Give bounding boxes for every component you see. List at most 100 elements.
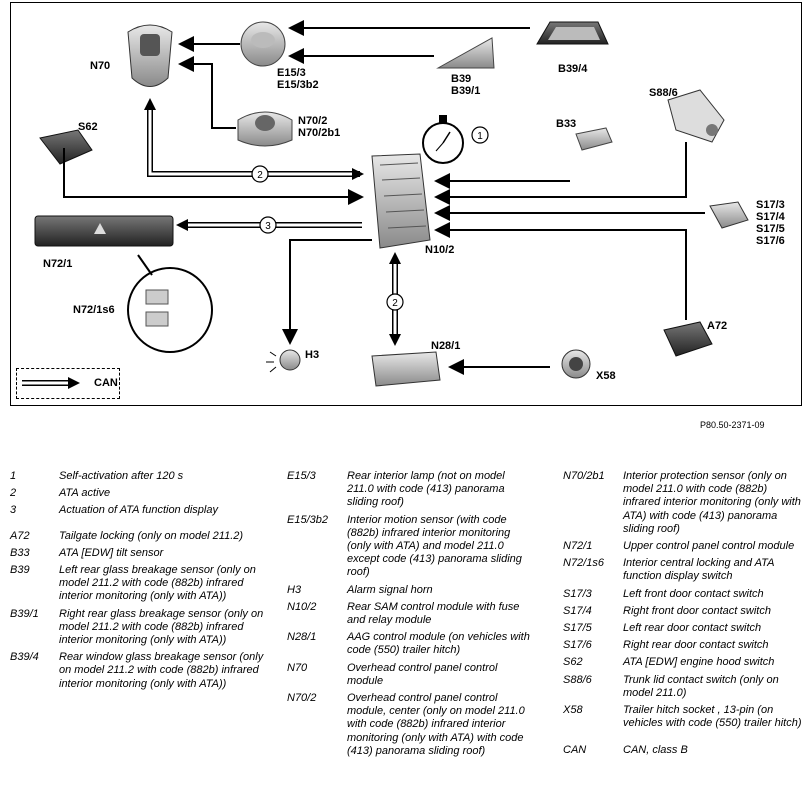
- legend-description: Tailgate locking (only on model 211.2): [59, 529, 244, 542]
- legend-code: 2: [10, 487, 17, 500]
- can-lines: [144, 98, 401, 346]
- figure-reference: P80.50-2371-09: [700, 420, 765, 430]
- legend-code: B39/4: [10, 651, 39, 664]
- legend-description: Rear interior lamp (not on model 211.0 w…: [347, 470, 505, 509]
- legend-description: ATA active: [59, 487, 111, 500]
- legend-description: Actuation of ATA function display: [59, 504, 218, 517]
- legend-description: Self-activation after 120 s: [59, 470, 184, 482]
- wiring-diagram: 1 2 3 2: [22, 20, 749, 389]
- legend-entry: CAN CAN, class B: [563, 744, 803, 757]
- can-legend-box: CAN: [16, 368, 120, 399]
- label-a72: A72: [707, 320, 728, 332]
- badge-2-bottom: 2: [386, 293, 404, 311]
- stopwatch-icon: [422, 115, 464, 164]
- legend-code: S17/5: [563, 622, 592, 635]
- diagram-frame: [10, 2, 802, 406]
- legend-code: S62: [563, 656, 583, 669]
- legend-entry: B39/4 Rear window glass breakage sensor (…: [10, 651, 270, 691]
- label-n70: N70: [90, 60, 111, 72]
- legend-description: ATA [EDW] tilt sensor: [59, 546, 164, 559]
- legend-code: N10/2: [287, 600, 317, 613]
- legend-code: X58: [563, 704, 583, 717]
- legend-entry: B39 Left rear glass breakage sensor (only…: [10, 564, 270, 604]
- legend-code: 3: [10, 504, 17, 517]
- legend-entry: A72 Tailgate locking (only on model 211.2…: [10, 530, 270, 543]
- label-s62: S62: [78, 121, 98, 133]
- badge-3: 3: [259, 216, 277, 234]
- label-s17: S17/3 S17/4 S17/5 S17/6: [756, 199, 785, 247]
- legend-description: Left rear door contact switch: [623, 622, 762, 635]
- legend-code: H3: [287, 583, 302, 596]
- legend-code: N28/1: [287, 631, 317, 644]
- legend-column-2: E15/3 Rear interior lamp (not on model 21…: [287, 470, 532, 762]
- signal-lines: [63, 20, 705, 375]
- n102-rear-sam-module: [371, 153, 431, 249]
- legend-description: Rear window glass breakage sensor (only …: [59, 651, 264, 690]
- legend-code: A72: [10, 529, 30, 542]
- b39-glass-breakage-sensor: [436, 37, 495, 69]
- label-x58: X58: [596, 370, 616, 382]
- a72-tailgate-locking: [663, 321, 713, 357]
- legend-entry: X58 Trailer hitch socket , 13-pin (on veh…: [563, 704, 803, 730]
- legend-entry: S17/5 Left rear door contact switch: [563, 622, 803, 635]
- b33-tilt-sensor: [575, 127, 613, 151]
- legend-description: Overhead control panel control module, c…: [347, 692, 525, 757]
- legend-code: CAN: [563, 744, 587, 757]
- legend-code: N72/1s6: [563, 557, 604, 570]
- legend-description: Right front door contact switch: [623, 604, 771, 617]
- legend-code: B39: [10, 564, 30, 577]
- e15-rear-interior-lamp: [240, 21, 286, 67]
- h3-alarm-horn: [266, 349, 301, 373]
- legend-code: E15/3b2: [287, 513, 328, 526]
- n721-upper-control-panel: [34, 215, 174, 247]
- legend-description: CAN, class B: [623, 744, 688, 757]
- label-n702: N70/2 N70/2b1: [298, 115, 341, 139]
- label-b33: B33: [556, 118, 577, 130]
- svg-text:2: 2: [392, 298, 398, 309]
- label-s886: S88/6: [649, 87, 678, 99]
- legend-code: S17/3: [563, 587, 592, 600]
- legend-description: Overhead control panel control module: [347, 661, 498, 687]
- n721s6-switch-detail: [127, 254, 213, 353]
- legend-entry: 2 ATA active: [10, 487, 270, 500]
- label-b39: B39 B39/1: [451, 73, 481, 97]
- label-n721: N72/1: [43, 258, 73, 270]
- legend-entry: S17/3 Left front door contact switch: [563, 588, 803, 601]
- legend-entry: E15/3 Rear interior lamp (not on model 21…: [287, 470, 532, 510]
- badge-2-top: 2: [251, 165, 269, 183]
- label-n102: N10/2: [425, 244, 455, 256]
- n702-center-panel: [237, 111, 293, 147]
- legend-code: N70/2b1: [563, 470, 605, 482]
- legend-description: Rear SAM control module with fuse and re…: [347, 600, 520, 627]
- legend-description: Left rear glass breakage sensor (only on…: [59, 564, 256, 603]
- legend-description: Trailer hitch socket , 13-pin (on vehicl…: [623, 704, 802, 730]
- x58-trailer-socket: [561, 349, 591, 379]
- can-legend-label: CAN: [94, 377, 118, 389]
- legend-code: E15/3: [287, 470, 316, 482]
- badge-1: 1: [471, 126, 489, 144]
- legend-description: Right rear glass breakage sensor (only o…: [59, 607, 264, 647]
- legend-description: Trunk lid contact switch (only on model …: [623, 673, 779, 699]
- svg-text:1: 1: [477, 131, 483, 142]
- legend-code: N70/2: [287, 692, 317, 705]
- b394-rear-window-sensor: [536, 21, 609, 45]
- s62-engine-hood-switch: [39, 129, 93, 165]
- label-e15: E15/3 E15/3b2: [277, 67, 319, 91]
- legend-code: N70: [287, 661, 308, 674]
- legend-description: Left front door contact switch: [623, 587, 764, 600]
- legend-description: Interior central locking and ATA functio…: [623, 557, 775, 583]
- legend-description: Right rear door contact switch: [623, 639, 769, 652]
- s17-door-contact-switch: [709, 201, 749, 229]
